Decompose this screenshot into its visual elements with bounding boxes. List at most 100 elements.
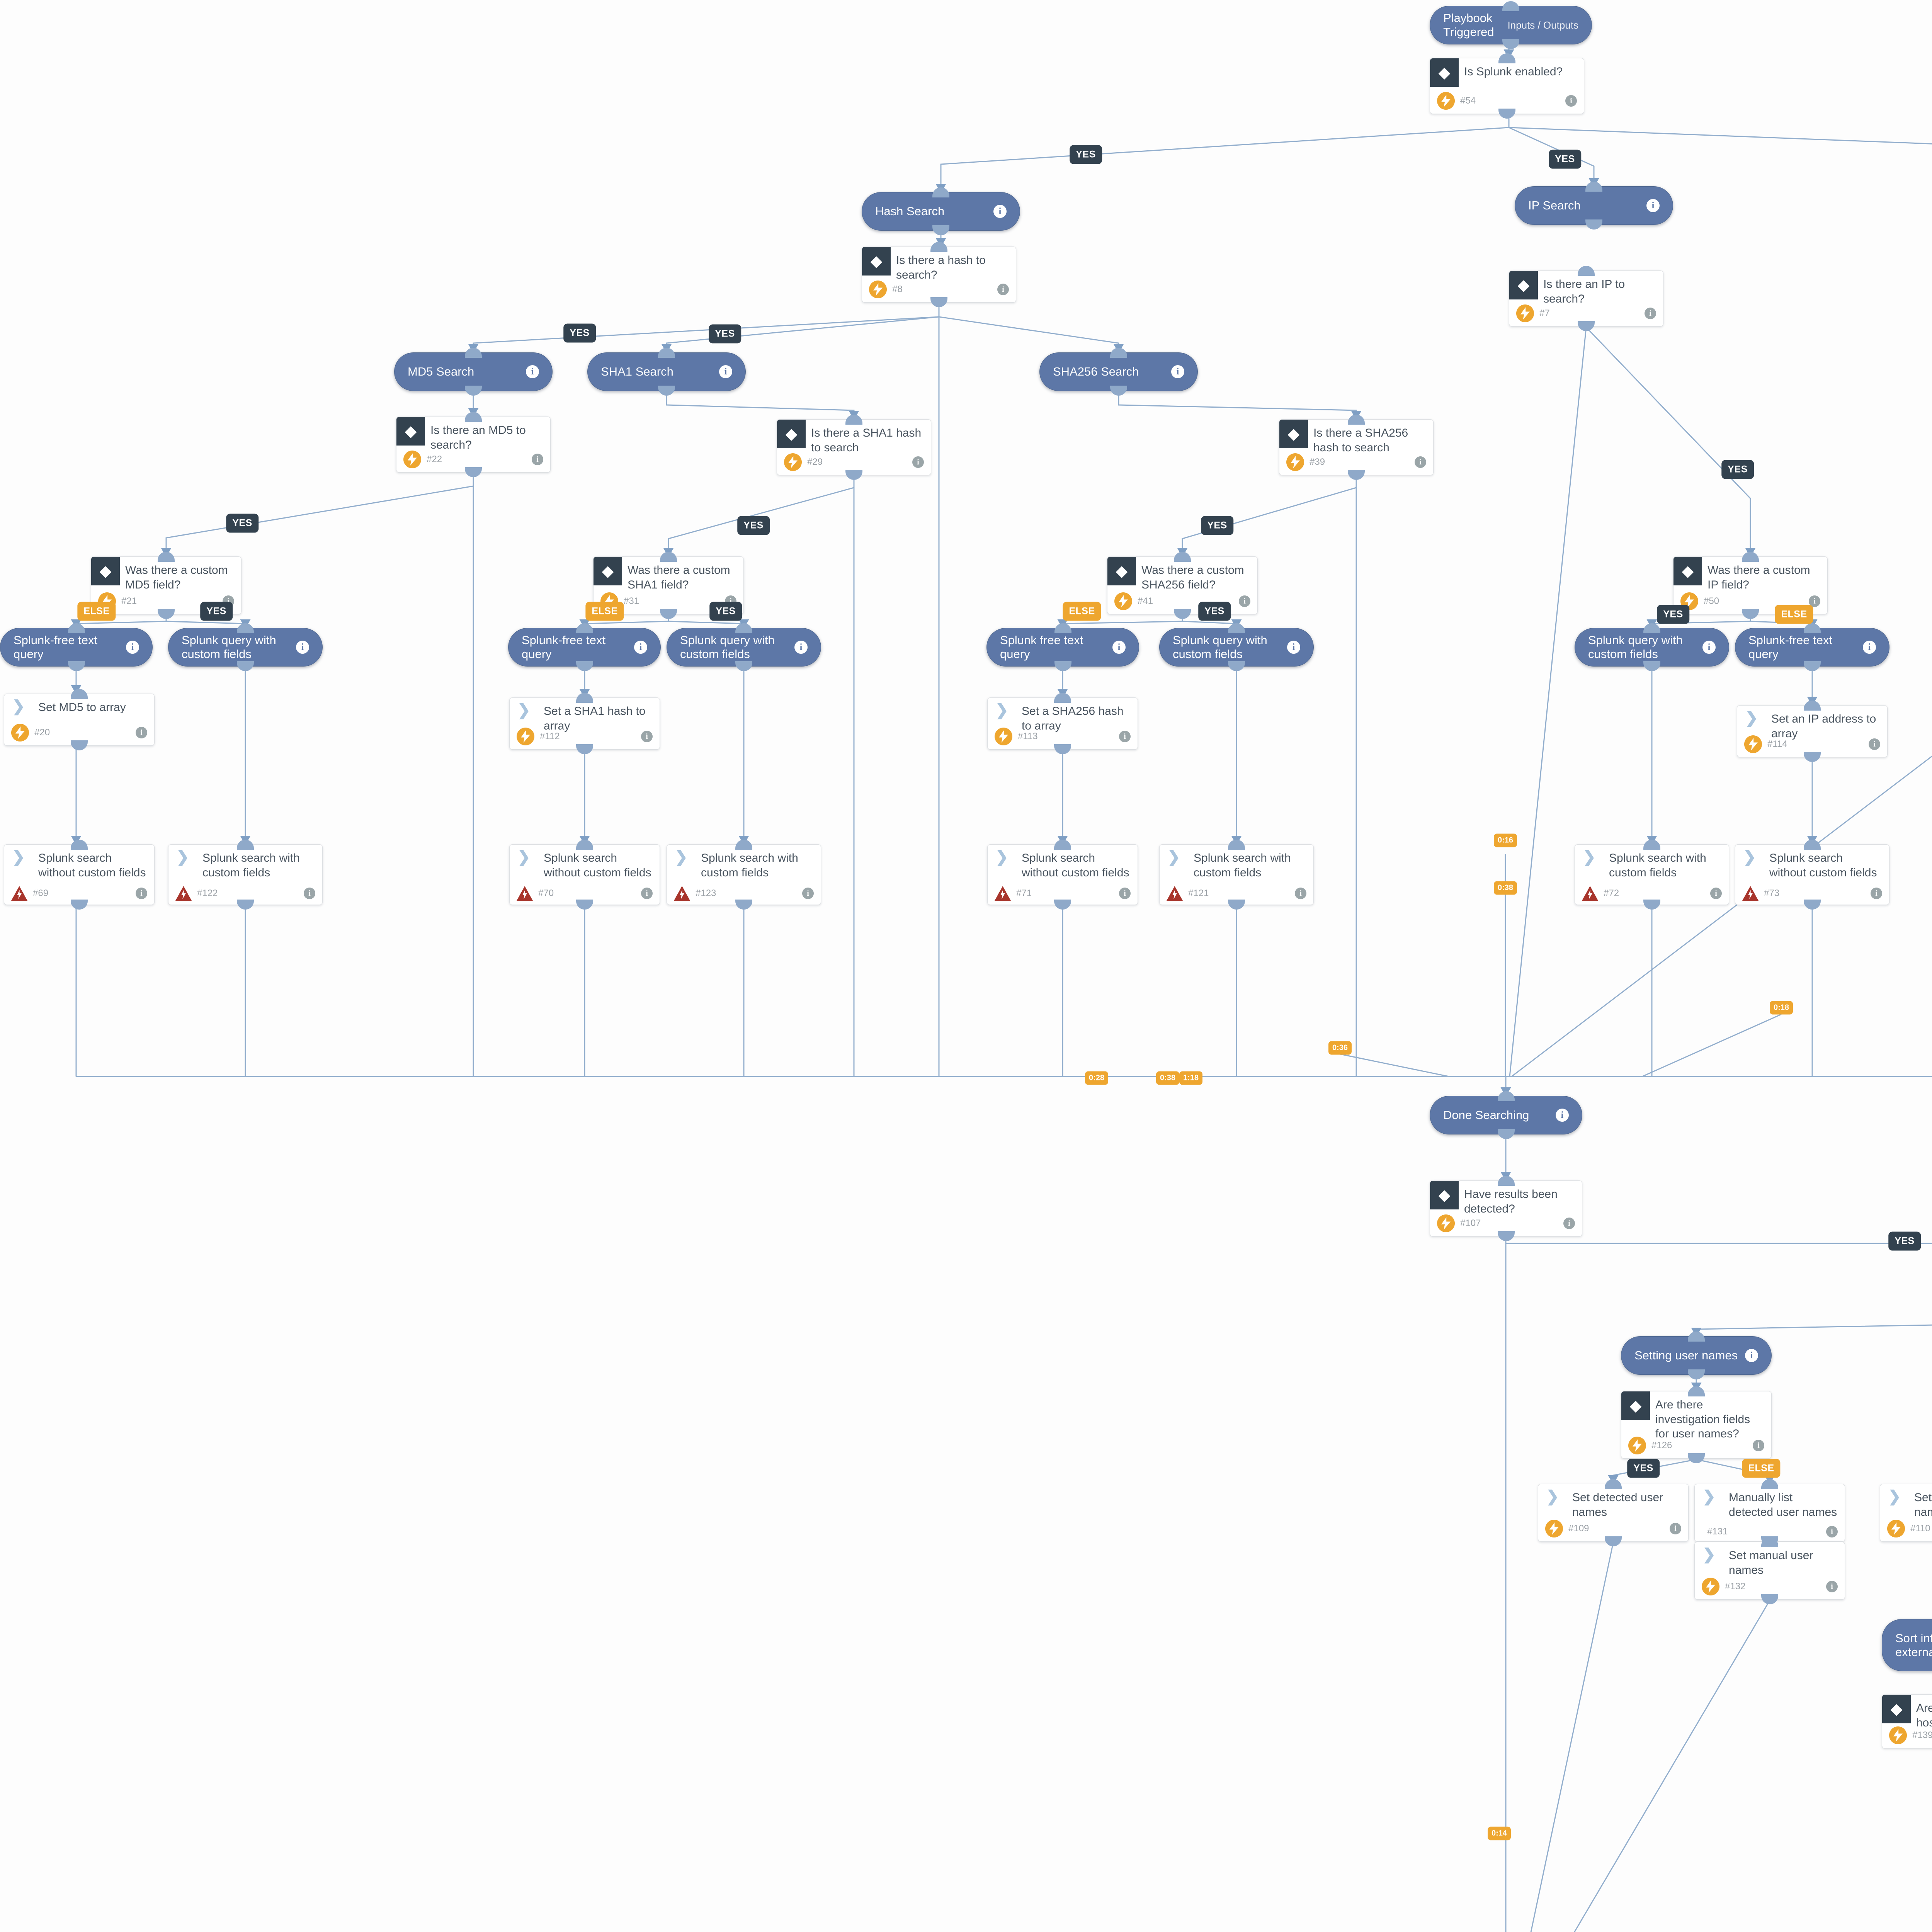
info-icon[interactable]: i xyxy=(1863,641,1876,654)
code-chevron-icon: ❯ xyxy=(517,702,531,719)
info-icon[interactable]: i xyxy=(1871,888,1882,899)
info-icon[interactable]: i xyxy=(1753,1440,1764,1451)
info-icon[interactable]: i xyxy=(1702,641,1716,654)
info-icon[interactable]: i xyxy=(1563,1218,1575,1229)
edge-7 xyxy=(938,303,1124,353)
info-icon[interactable]: i xyxy=(719,365,732,378)
info-icon[interactable]: i xyxy=(794,641,808,654)
node-title: Splunk search with custom fields xyxy=(202,852,300,879)
info-icon[interactable]: i xyxy=(526,365,539,378)
node-title: Hash Search xyxy=(875,204,945,218)
info-icon[interactable]: i xyxy=(1646,199,1660,212)
info-icon[interactable]: i xyxy=(296,641,309,654)
node-title: Was there a custom SHA1 field? xyxy=(628,564,730,591)
info-icon[interactable]: i xyxy=(1171,365,1184,378)
edge-6 xyxy=(661,303,940,353)
info-icon[interactable]: i xyxy=(1826,1581,1838,1592)
info-icon[interactable]: i xyxy=(993,205,1007,218)
node-id-label: #7 xyxy=(1539,308,1550,318)
info-icon[interactable]: i xyxy=(1112,641,1126,654)
info-icon[interactable]: i xyxy=(1869,738,1880,750)
info-icon[interactable]: i xyxy=(1565,95,1577,107)
pill-hash-search[interactable]: Hash Search i xyxy=(862,192,1020,231)
node-title: Splunk search without custom fields xyxy=(1769,852,1877,879)
info-icon[interactable]: i xyxy=(1670,1523,1681,1534)
info-icon[interactable]: i xyxy=(304,888,315,899)
branch-badge-yes: YES xyxy=(1201,516,1233,535)
info-icon[interactable]: i xyxy=(912,456,924,468)
info-icon[interactable]: i xyxy=(1287,641,1300,654)
info-icon[interactable]: i xyxy=(641,731,653,742)
info-icon[interactable]: i xyxy=(136,727,147,738)
info-icon[interactable]: i xyxy=(1745,1349,1758,1362)
info-icon[interactable]: i xyxy=(802,888,814,899)
inputs-outputs-label[interactable]: Inputs / Outputs xyxy=(1507,19,1578,31)
code-chevron-icon: ❯ xyxy=(995,702,1009,719)
info-icon[interactable]: i xyxy=(1119,731,1131,742)
decision-diamond-icon: ◆ xyxy=(1509,271,1538,299)
info-icon[interactable]: i xyxy=(1556,1109,1569,1122)
info-icon[interactable]: i xyxy=(1295,888,1306,899)
info-icon[interactable]: i xyxy=(634,641,647,654)
info-icon[interactable]: i xyxy=(136,888,147,899)
node-id-label: #31 xyxy=(624,596,639,606)
info-icon[interactable]: i xyxy=(1826,1526,1838,1537)
code-chevron-icon: ❯ xyxy=(517,849,531,866)
info-icon[interactable]: i xyxy=(532,454,543,465)
info-icon[interactable]: i xyxy=(1239,595,1250,607)
info-icon[interactable]: i xyxy=(997,284,1009,295)
action-set-detected-host-names[interactable]: ❯Set detected host names#110i xyxy=(1880,1484,1932,1542)
info-icon[interactable]: i xyxy=(1710,888,1722,899)
decision-investigation-fields-users[interactable]: ◆Are there investigation fields for user… xyxy=(1621,1391,1772,1459)
info-icon[interactable]: i xyxy=(1119,888,1131,899)
info-icon[interactable]: i xyxy=(1415,456,1426,468)
info-icon[interactable]: i xyxy=(126,641,139,654)
info-icon[interactable]: i xyxy=(1645,308,1656,319)
info-icon[interactable]: i xyxy=(641,888,653,899)
decision-detected-host-names[interactable]: ◆Are there detected host names?#139i xyxy=(1882,1694,1932,1748)
node-id-label: #114 xyxy=(1767,739,1787,749)
node-title: Sort internal and external host names xyxy=(1895,1631,1932,1659)
